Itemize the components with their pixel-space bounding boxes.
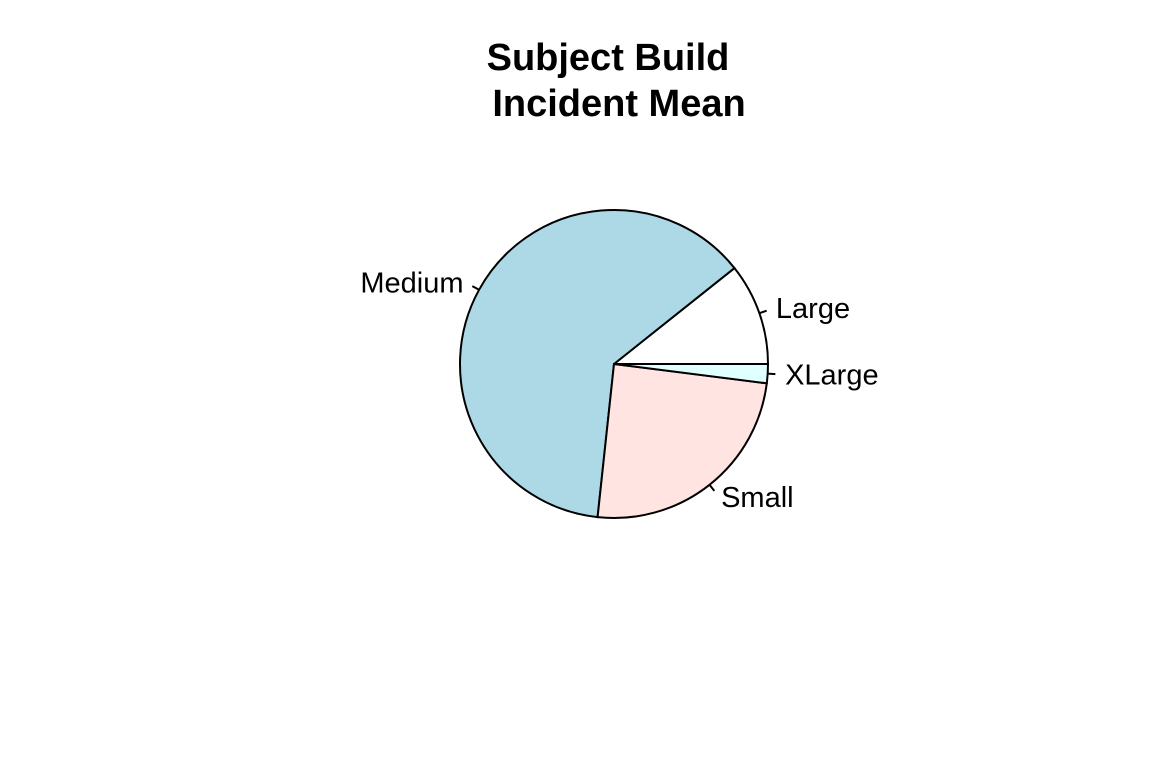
pie-label-ticks xyxy=(471,285,776,492)
pie-label-large: Large xyxy=(776,293,850,325)
pie-tick-medium xyxy=(471,285,480,291)
pie-slices xyxy=(459,209,770,519)
chart-title-line-2: Incident Mean xyxy=(492,83,745,125)
pie-label-small: Small xyxy=(721,482,794,514)
pie-slice-medium xyxy=(459,209,736,519)
pie-slice-xlarge xyxy=(613,363,770,385)
pie-label-xlarge: XLarge xyxy=(785,360,879,392)
pie-tick-small xyxy=(708,484,716,492)
pie-tick-large xyxy=(759,309,767,315)
pie-label-medium: Medium xyxy=(360,267,463,299)
chart-title-line-1: Subject Build xyxy=(487,37,730,79)
pie-slice-large xyxy=(611,266,770,365)
